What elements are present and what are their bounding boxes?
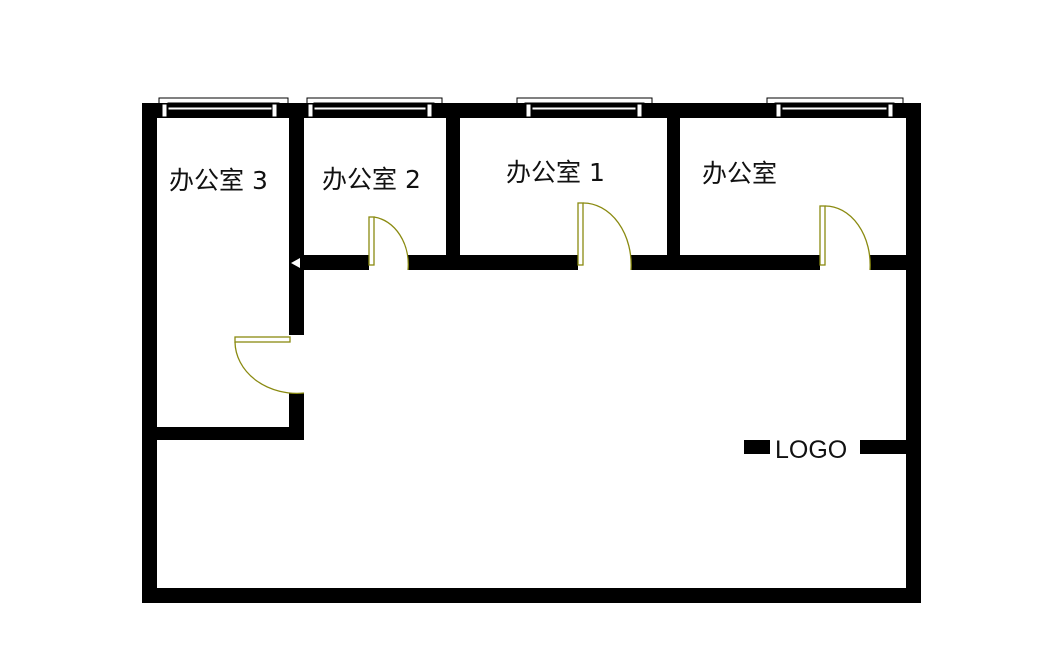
door-office-3 xyxy=(234,336,305,394)
corridor-wall-segment xyxy=(304,255,369,270)
door-office-2 xyxy=(368,216,409,271)
room-label-office: 办公室 xyxy=(702,159,777,188)
corridor-wall-segment xyxy=(631,255,820,270)
logo-wall-right xyxy=(860,440,906,454)
wall-office1-office xyxy=(667,103,680,270)
wall-office2-office1 xyxy=(446,103,460,270)
corridor-wall-segment xyxy=(408,255,578,270)
corridor-wall-segment xyxy=(870,255,906,270)
room-label-office-1: 办公室 1 xyxy=(506,158,605,187)
logo-label: LOGO xyxy=(775,436,847,464)
wall-office3-office2 xyxy=(289,103,304,335)
room-label-office-2: 办公室 2 xyxy=(322,165,421,194)
arrow-marker-icon xyxy=(291,258,300,268)
logo-wall-left xyxy=(744,440,770,454)
walls xyxy=(142,103,921,603)
door-office-1 xyxy=(577,202,632,271)
wall-office3-bottom xyxy=(157,427,304,440)
door-office xyxy=(819,205,871,271)
window-glass xyxy=(161,103,894,118)
room-label-office-3: 办公室 3 xyxy=(169,166,268,195)
